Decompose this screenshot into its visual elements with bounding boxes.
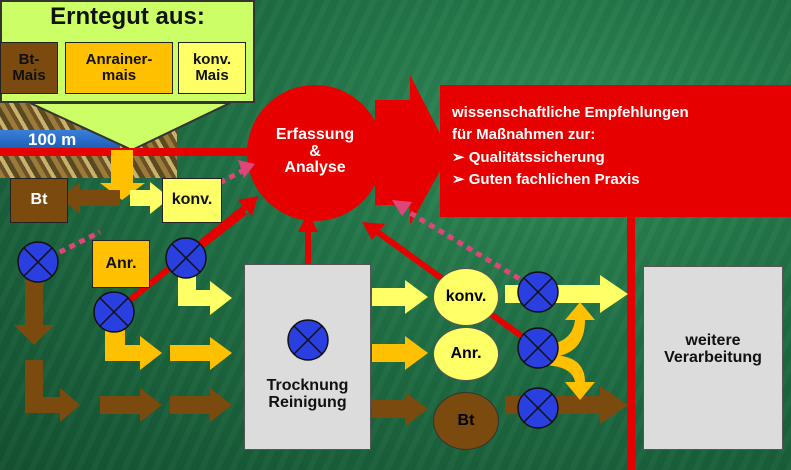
harvest-konv-mais: konv. Mais xyxy=(178,42,246,94)
harvest-funnel xyxy=(29,102,231,152)
proc-bt-arrow xyxy=(372,392,428,426)
bt-left-arrow xyxy=(60,182,120,214)
anr-down-arrow xyxy=(100,183,145,200)
scale-label: 100 m xyxy=(28,130,77,149)
analysis-arrow xyxy=(375,75,450,225)
recommendations-subheading: für Maßnahmen zur: xyxy=(452,126,596,143)
red-bar-right xyxy=(627,217,635,470)
storage-anr: Anr. xyxy=(433,327,499,381)
out-konv-arrow xyxy=(505,275,628,313)
recommendation-item: ➢ Guten fachlichen Praxis xyxy=(452,171,640,188)
processing-label: Trocknung Reinigung xyxy=(266,377,349,411)
harvest-anrainer-mais: Anrainer- mais xyxy=(65,42,173,94)
storage-bt: Bt xyxy=(433,392,499,450)
konv-right-arrow xyxy=(130,182,170,214)
anr-down-curve xyxy=(540,355,595,400)
dotted-bt xyxy=(38,229,102,265)
bt-box: Bt xyxy=(10,178,68,223)
bt-arrow-1 xyxy=(100,388,162,422)
recommendations-heading: wissenschaftliche Empfehlungen xyxy=(452,104,689,121)
proc-konv-arrow xyxy=(372,280,428,314)
bt-arrow-2 xyxy=(170,388,232,422)
anr-arrow-2 xyxy=(170,337,232,370)
proc-anr-arrow xyxy=(372,336,428,370)
storage-konv: konv. xyxy=(433,268,499,326)
final-box xyxy=(643,266,783,450)
dotted-storage xyxy=(400,205,540,293)
recommendation-item: ➢ Qualitätssicherung xyxy=(452,149,605,166)
anr-up-curve xyxy=(540,302,595,357)
recommendations-box xyxy=(440,85,791,217)
konv-box: konv. xyxy=(162,178,222,223)
konv-l-arrow xyxy=(178,275,232,315)
bt-down-arrow xyxy=(14,325,54,345)
final-label: weitere Verarbeitung xyxy=(664,332,762,366)
harvest-bt-mais: Bt- Mais xyxy=(0,42,58,94)
bt-l-arrow xyxy=(25,360,80,422)
analysis-circle xyxy=(247,85,383,221)
out-bt-arrow xyxy=(505,386,628,424)
harvest-title: Erntegut aus: xyxy=(50,3,205,30)
analysis-label: Erfassung & Analyse xyxy=(275,125,355,177)
anr-l-arrow xyxy=(105,325,162,370)
scale-bar xyxy=(0,130,120,148)
anr-box: Anr. xyxy=(92,240,150,288)
